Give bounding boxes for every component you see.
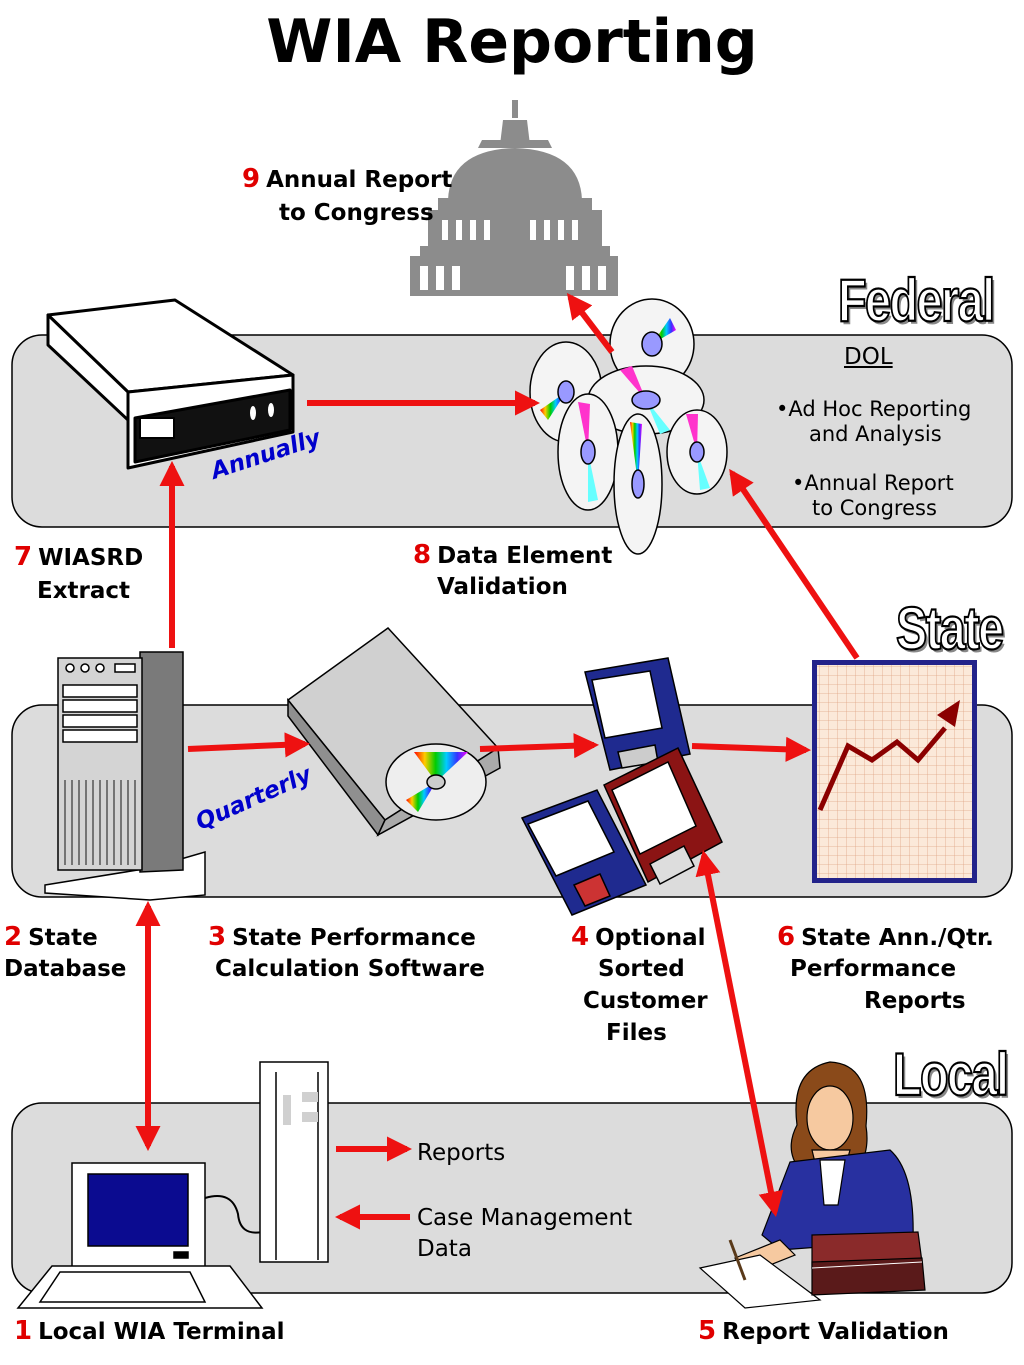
step-4-label-line-3: Customer bbox=[583, 988, 708, 1014]
step-6-label-line-2: Performance bbox=[790, 956, 957, 982]
arrow-chart-to-cds bbox=[729, 468, 860, 660]
floppy-disks-icon bbox=[520, 657, 723, 916]
state-band bbox=[11, 704, 1013, 898]
step-3-label-line-2: Calculation Software bbox=[215, 956, 485, 982]
step-4-label-line-2: Sorted bbox=[598, 956, 685, 982]
step-8-label-line-2: Validation bbox=[437, 574, 568, 600]
step-9-label-line-2: to Congress bbox=[279, 200, 434, 226]
arrow-cds-to-congress bbox=[566, 292, 615, 354]
performance-chart-icon bbox=[812, 660, 977, 883]
state-database-tower-icon bbox=[44, 651, 206, 901]
local-level-label: Local bbox=[892, 1040, 1010, 1109]
case-management-label-line-2: Data bbox=[417, 1236, 472, 1262]
step-6-label-line-3: Reports bbox=[864, 988, 966, 1014]
capitol-icon bbox=[410, 100, 618, 296]
case-management-label-line-1: Case Management bbox=[417, 1205, 633, 1231]
dol-bullet-1-line-2: and Analysis bbox=[809, 422, 942, 446]
cd-drive-icon bbox=[286, 627, 501, 837]
reports-label: Reports bbox=[417, 1140, 506, 1166]
dol-bullet-2-line-1: •Annual Report bbox=[792, 471, 954, 495]
arrow-floppies-validator-bidirectional bbox=[695, 850, 784, 1217]
arrow-drive-to-floppies bbox=[479, 733, 600, 759]
step-7-label-line-2: Extract bbox=[37, 578, 131, 604]
federal-server-icon bbox=[46, 298, 295, 470]
dol-bullet-1-line-1: •Ad Hoc Reporting bbox=[776, 397, 972, 421]
local-terminal-icon bbox=[16, 1061, 329, 1309]
arrow-floppies-to-chart bbox=[691, 736, 812, 762]
federal-level-label: Federal bbox=[837, 266, 996, 335]
dol-heading: DOL bbox=[844, 344, 893, 370]
step-2-label-line-2: Database bbox=[4, 956, 127, 982]
dol-bullet-2-line-2: to Congress bbox=[812, 496, 937, 520]
arrow-tower-to-drive bbox=[187, 732, 311, 758]
report-validator-person-icon bbox=[698, 1061, 926, 1309]
page-title: WIA Reporting bbox=[266, 7, 758, 77]
state-level-label: State bbox=[895, 594, 1005, 663]
step-4-label-line-4: Files bbox=[606, 1020, 667, 1046]
